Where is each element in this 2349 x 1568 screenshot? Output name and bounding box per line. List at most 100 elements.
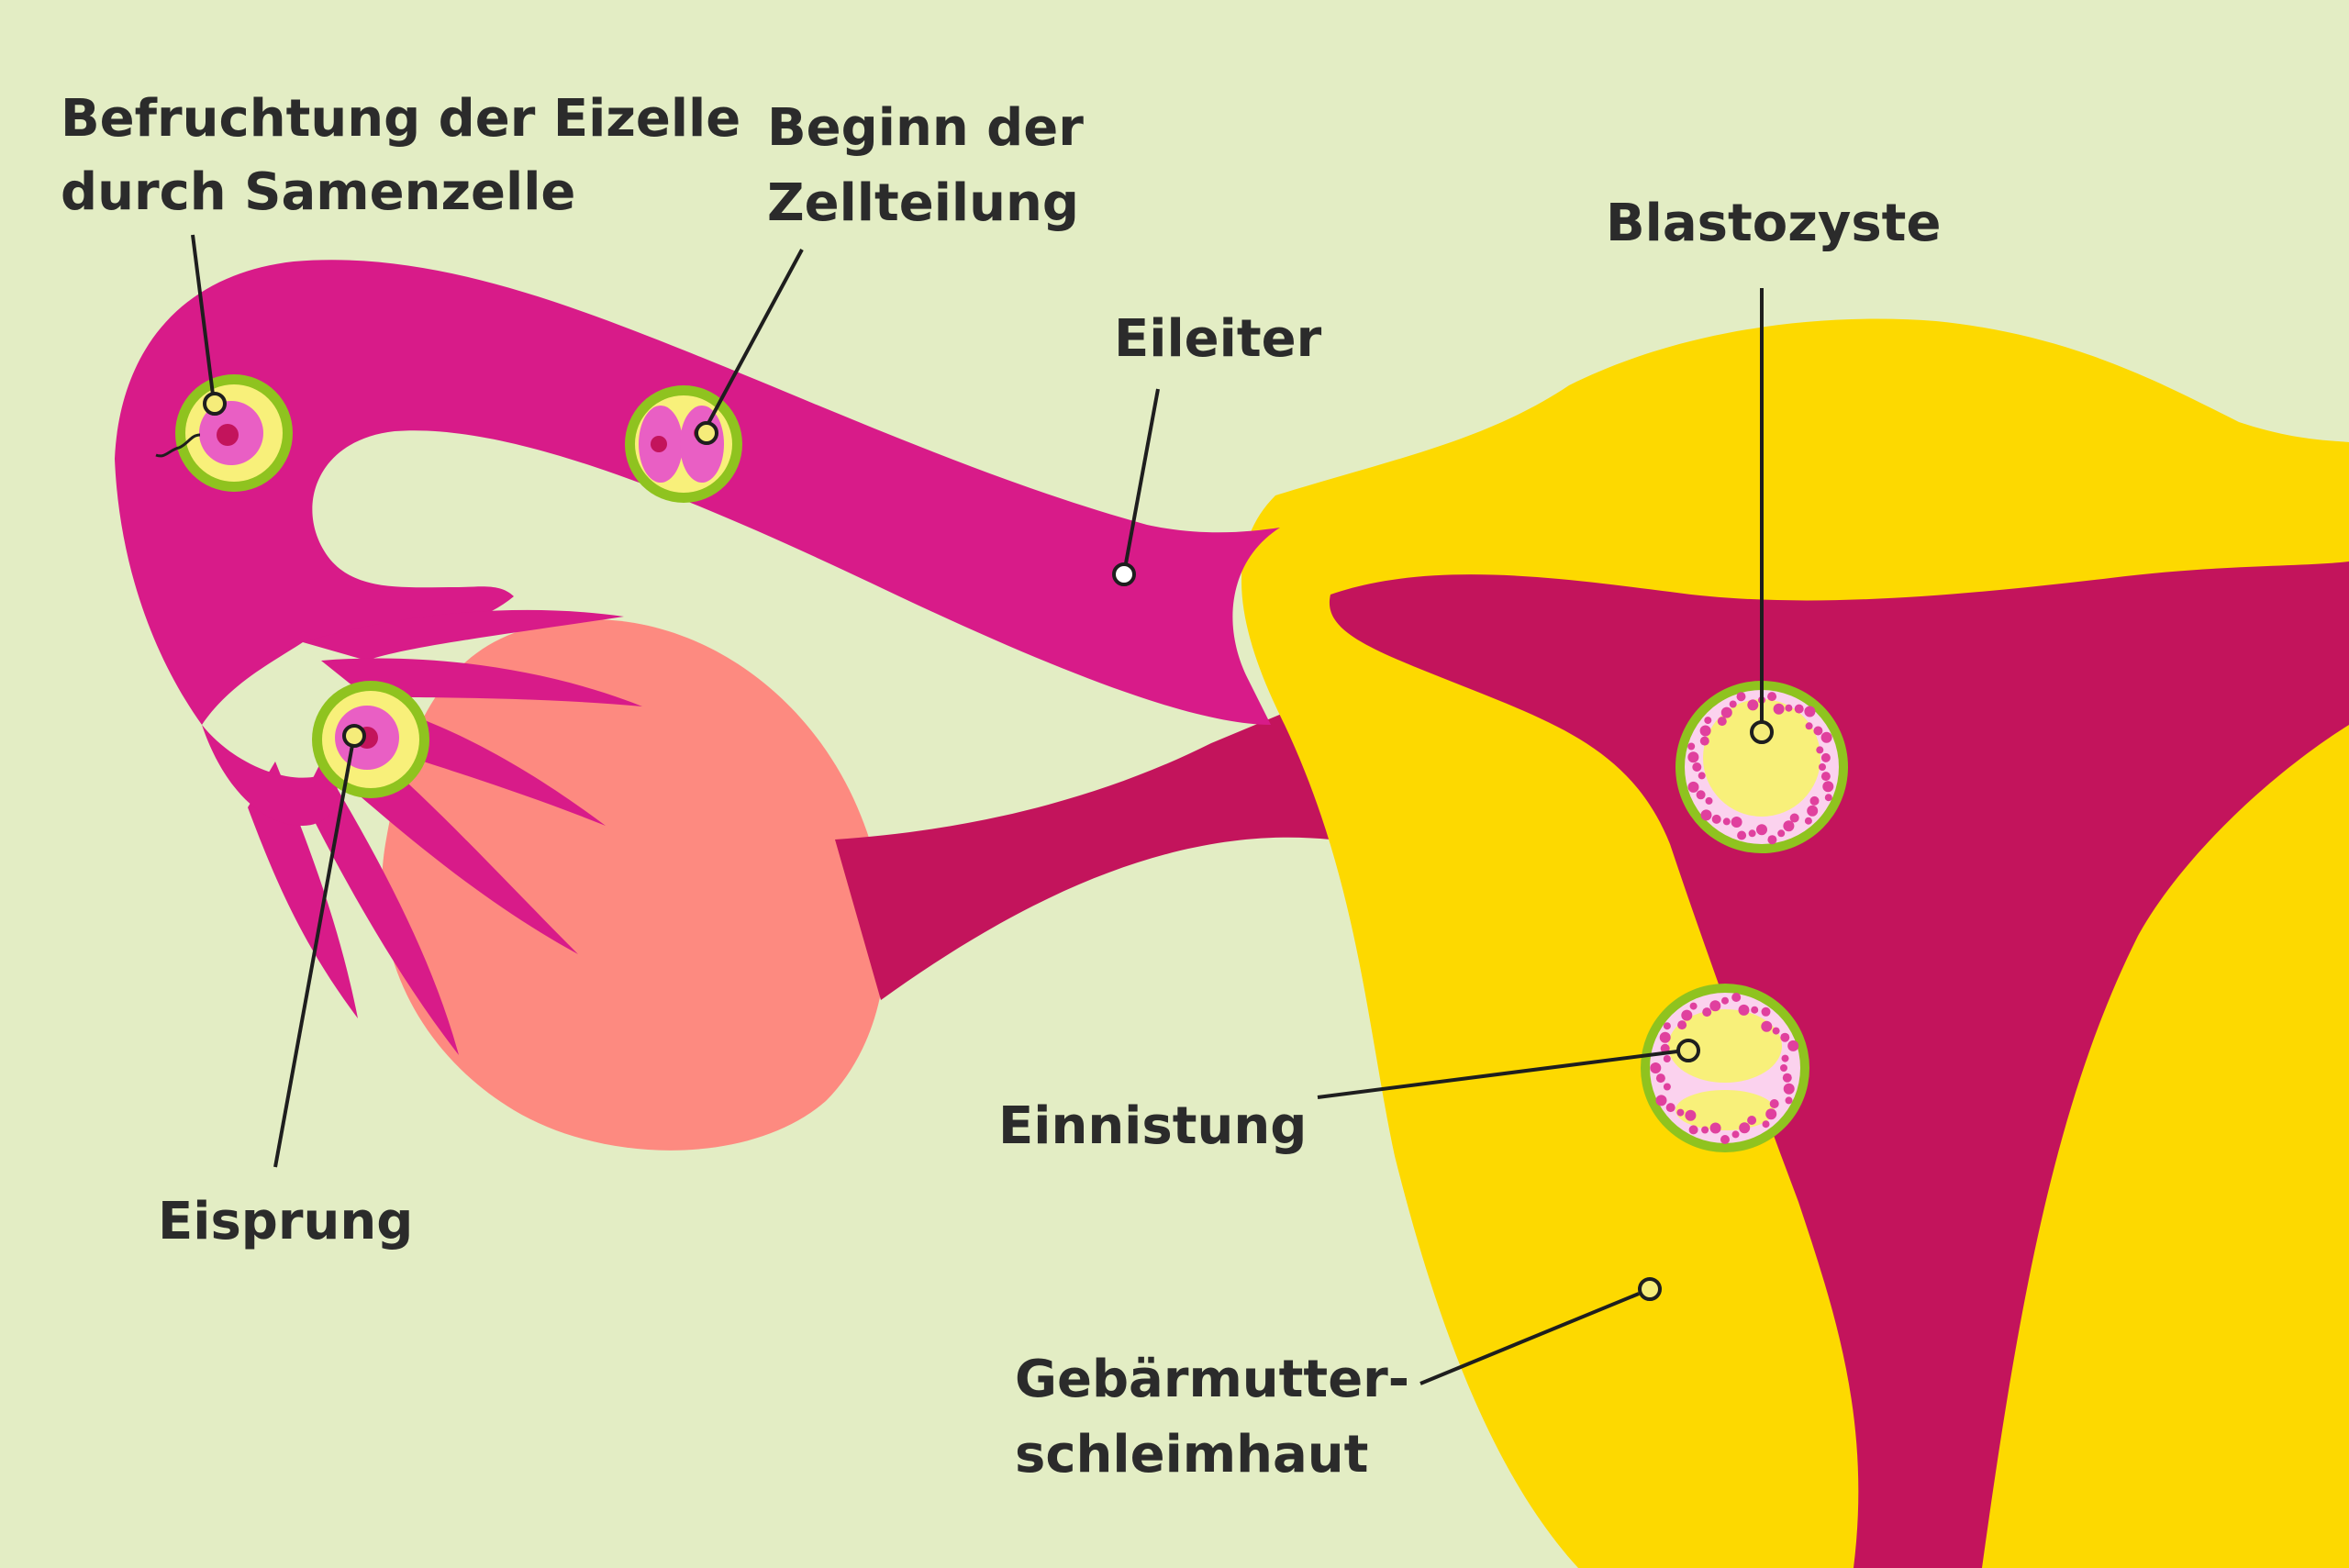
label-fertilization-line2: durch Samenzelle xyxy=(61,162,575,222)
cell-speckle xyxy=(1663,1022,1671,1030)
cell-speckle xyxy=(1804,706,1816,717)
label-cell-division-line2: Zellteilung xyxy=(767,173,1079,233)
cell-speckle xyxy=(1739,1122,1751,1134)
label-endometrium-line2: schleimhaut xyxy=(1015,1425,1368,1485)
cell-speckle xyxy=(1794,704,1804,714)
cell-speckle xyxy=(1699,736,1709,746)
cell-speckle xyxy=(1820,731,1832,743)
cell-speckle xyxy=(1738,1004,1750,1016)
cell-speckle xyxy=(1804,817,1812,825)
cell-speckle xyxy=(1731,817,1742,828)
cell-speckle xyxy=(1692,762,1702,772)
label-implantation: Einnistung xyxy=(998,1096,1307,1156)
cell-speckle xyxy=(1751,1006,1759,1014)
cell-speckle xyxy=(1819,763,1826,771)
leader-endometrium xyxy=(1419,1277,1662,1385)
cell-speckle xyxy=(1813,726,1823,736)
uterus-cavity xyxy=(1329,562,2349,1568)
cell-speckle xyxy=(1761,1020,1773,1032)
cell-speckle xyxy=(1721,996,1729,1005)
cell-speckle xyxy=(1698,772,1706,780)
cell-speckle xyxy=(1704,717,1712,725)
cell-speckle xyxy=(1772,1027,1780,1035)
cell-speckle xyxy=(1687,742,1696,751)
cell-speckle xyxy=(1807,805,1819,817)
cell-speckle xyxy=(1688,1125,1698,1135)
label-ovulation: Eisprung xyxy=(158,1192,413,1251)
cell-speckle xyxy=(1787,1040,1799,1051)
cell-speckle xyxy=(1748,829,1756,838)
cell-speckle xyxy=(1765,1108,1777,1120)
cell-speckle xyxy=(1736,692,1746,702)
label-fertilization-line1: Befruchtung der Eizelle xyxy=(61,89,740,149)
cell-speckle xyxy=(1700,809,1712,821)
cell-speckle xyxy=(1785,704,1793,712)
leader-fallopian-tube xyxy=(1112,388,1160,586)
ovary xyxy=(382,619,886,1151)
cell-speckle xyxy=(1663,1055,1671,1062)
cell-speckle xyxy=(1822,781,1834,793)
leader-implantation xyxy=(1317,1039,1700,1099)
ovulated-egg-cell xyxy=(312,681,429,798)
cell-speckle xyxy=(1685,1109,1697,1121)
leader-fertilization xyxy=(191,234,227,416)
cell-speckle xyxy=(1720,1135,1730,1144)
implanting-cell xyxy=(1641,984,1809,1152)
cell-speckle xyxy=(1731,993,1742,1002)
cell-speckle xyxy=(1689,1002,1698,1010)
cell-speckle xyxy=(1665,1103,1675,1113)
cell-speckle xyxy=(1650,1062,1662,1073)
leader-cell-division xyxy=(695,249,804,445)
cell-speckle xyxy=(1681,1009,1693,1021)
cell-speckle xyxy=(1655,1095,1667,1106)
cell-speckle xyxy=(1717,717,1727,727)
cell-speckle xyxy=(1701,1126,1709,1134)
sperm-tail xyxy=(155,433,201,458)
cell-speckle xyxy=(1805,722,1813,730)
leader-ovulation xyxy=(273,724,366,1168)
cell-speckle xyxy=(1762,1120,1770,1129)
cell-speckle xyxy=(1737,830,1747,840)
cell-speckle xyxy=(1783,1083,1795,1095)
cell-speckle xyxy=(1777,829,1786,838)
cell-speckle xyxy=(1660,1043,1670,1053)
cell-speckle xyxy=(1780,1064,1787,1072)
cell-speckle xyxy=(1709,1000,1721,1012)
cell-speckle xyxy=(1677,1020,1687,1030)
cell-speckle xyxy=(1747,699,1759,711)
label-cell-division-line1: Beginn der xyxy=(767,98,1084,158)
cell-speckle xyxy=(1711,814,1721,824)
cell-speckle xyxy=(1731,1130,1740,1139)
label-endometrium-line1: Gebärmutter- xyxy=(1015,1350,1409,1409)
cell-speckle xyxy=(1773,703,1785,715)
cell-speckle xyxy=(1659,1031,1671,1043)
cell-speckle xyxy=(1767,835,1777,845)
blastocyst-cell xyxy=(1675,681,1848,853)
cell-speckle xyxy=(1663,1083,1671,1091)
cell-speckle xyxy=(1816,746,1824,754)
cell-speckle xyxy=(1699,725,1711,737)
dividing-cell xyxy=(625,385,742,503)
cell-speckle xyxy=(1709,1122,1721,1134)
cell-speckle xyxy=(1676,1108,1685,1117)
cell-speckle xyxy=(1705,796,1713,805)
cell-speckle xyxy=(1820,772,1831,782)
cell-speckle xyxy=(1785,1096,1793,1105)
cell-speckle xyxy=(1781,1054,1789,1062)
cell-speckle xyxy=(1722,817,1731,826)
cell-speckle xyxy=(1687,751,1699,763)
cell-speckle xyxy=(1702,1007,1712,1018)
cell-speckle xyxy=(1783,820,1795,832)
label-blastocyst: Blastozyste xyxy=(1606,194,1941,253)
cell-speckle xyxy=(1655,1073,1665,1084)
cell-speckle xyxy=(1747,1116,1757,1125)
cell-speckle xyxy=(1756,824,1767,836)
cell-speckle xyxy=(1729,700,1737,708)
leader-blastocyst xyxy=(1750,288,1774,744)
cell-speckle xyxy=(1820,752,1831,762)
cell-speckle xyxy=(1767,692,1777,702)
cell-speckle xyxy=(1769,1099,1779,1108)
cell-speckle xyxy=(1720,706,1732,718)
